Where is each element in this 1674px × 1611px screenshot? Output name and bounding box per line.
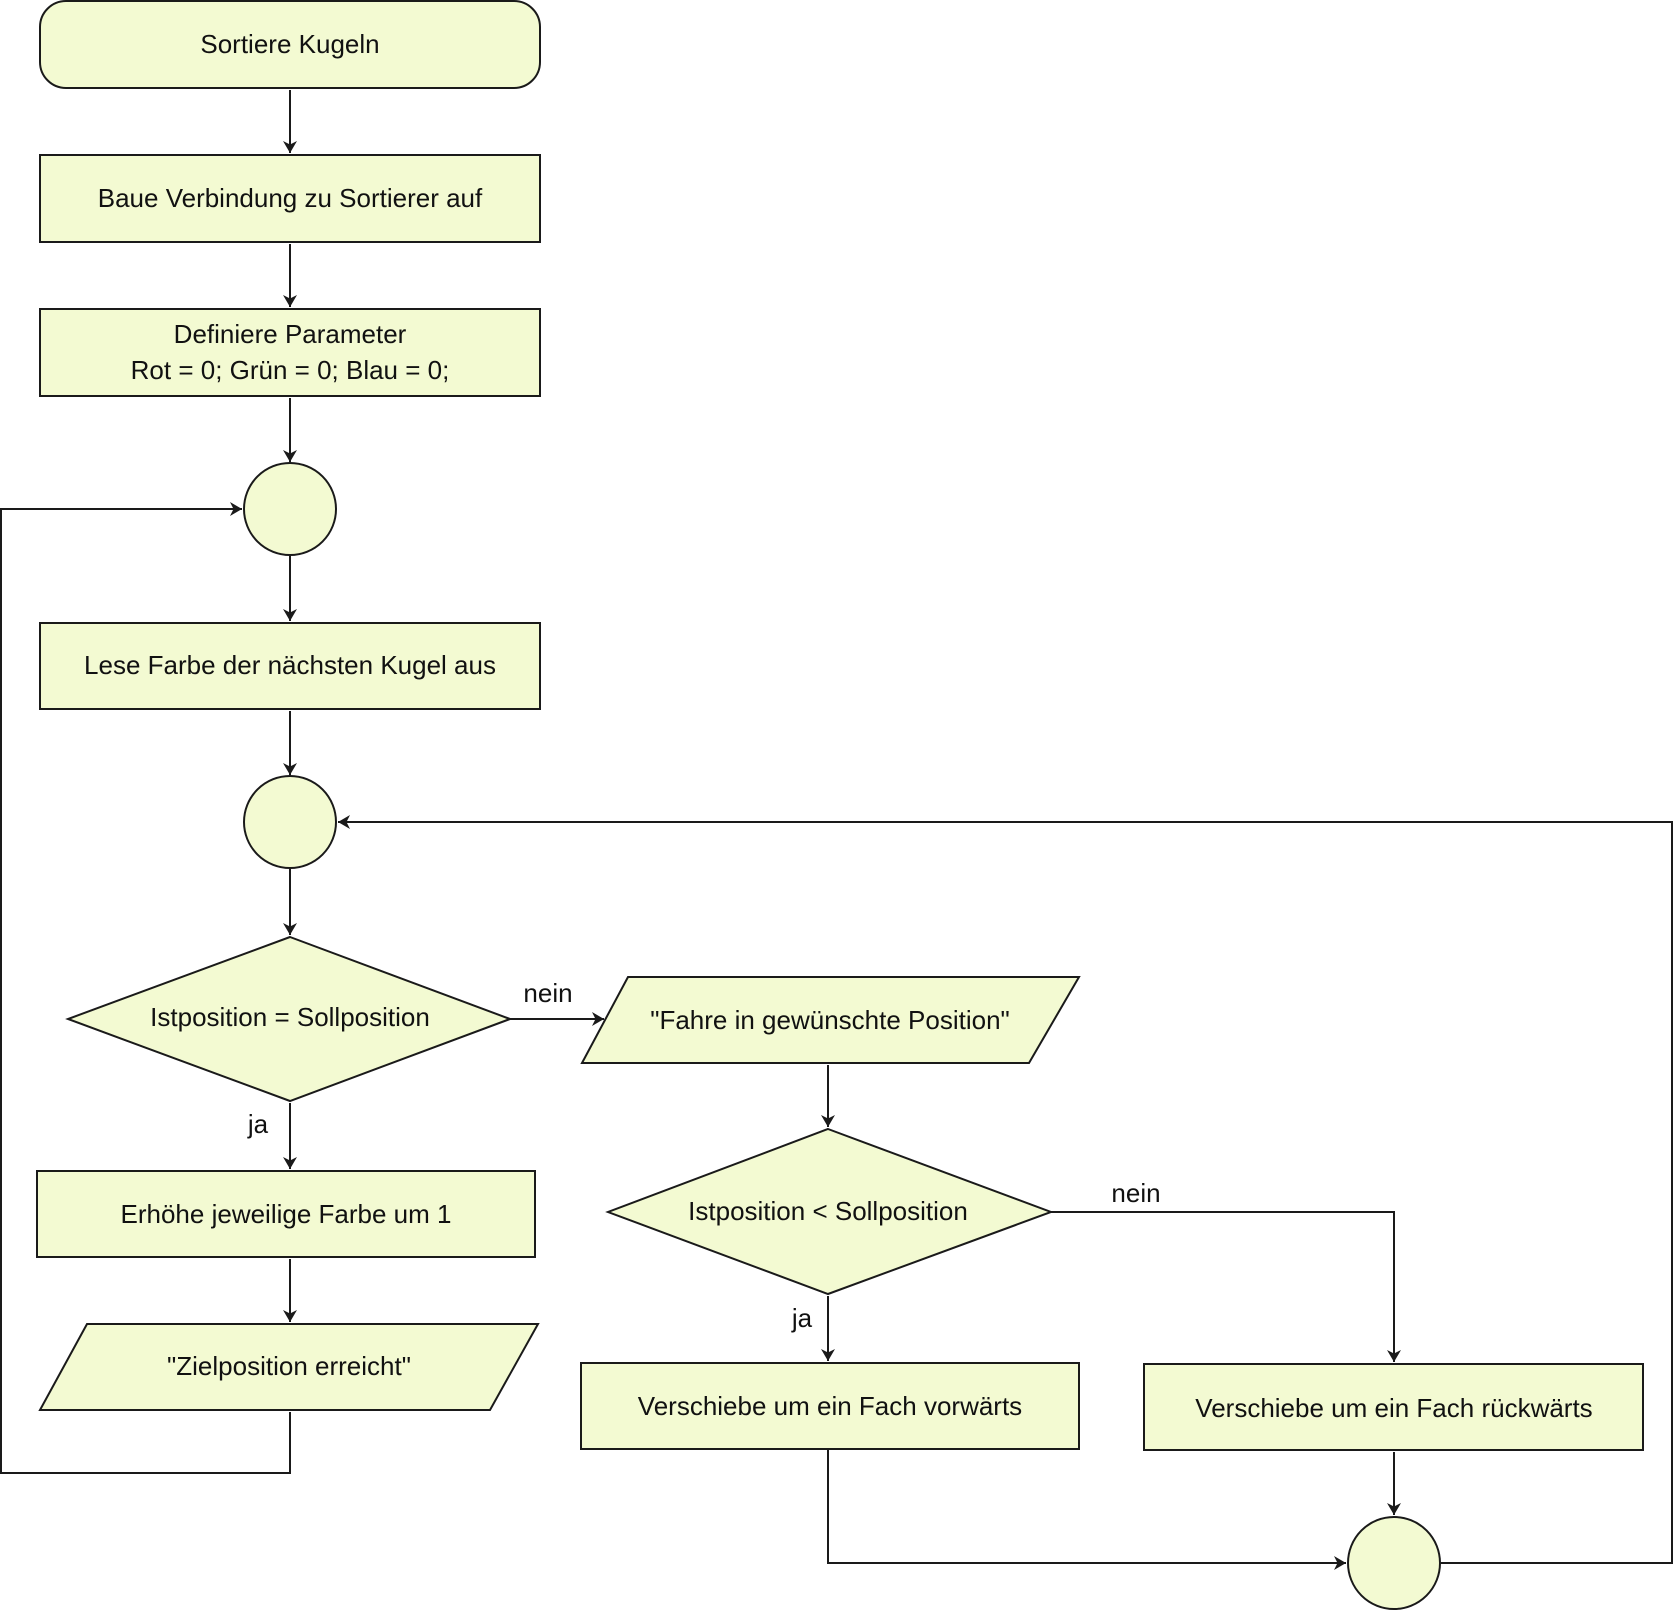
decision-less-label: Istposition < Sollposition [688, 1196, 968, 1226]
decision-less: Istposition < Sollposition [605, 1127, 1054, 1296]
read-color-process-label: Lese Farbe der nächsten Kugel aus [84, 650, 496, 680]
increment-process-box: Erhöhe jeweilige Farbe um 1 [36, 1170, 536, 1258]
edge-reached-loop-back [0, 502, 291, 1474]
decision-equal: Istposition = Sollposition [65, 935, 513, 1103]
edge-label-equal-no: nein [523, 978, 572, 1008]
edge-forward-to-join3 [827, 1450, 1346, 1570]
params-process-label-line2: Rot = 0; Grün = 0; Blau = 0; [131, 355, 450, 385]
forward-process-box: Verschiebe um ein Fach vorwärts [580, 1362, 1080, 1450]
edge-label-equal-yes: ja [247, 1109, 269, 1139]
start-node-label: Sortiere Kugeln [200, 29, 379, 59]
connectors [0, 90, 1673, 1570]
params-process-label-line1: Definiere Parameter [174, 319, 407, 349]
params-process-box: Definiere Parameter Rot = 0; Grün = 0; B… [39, 308, 541, 397]
backward-process-label: Verschiebe um ein Fach rückwärts [1195, 1393, 1592, 1423]
start-node: Sortiere Kugeln [39, 0, 541, 89]
forward-process-label: Verschiebe um ein Fach vorwärts [638, 1391, 1022, 1421]
join-node-1 [243, 462, 337, 556]
read-color-process-box: Lese Farbe der nächsten Kugel aus [39, 622, 541, 710]
move-output-label: "Fahre in gewünschte Position" [650, 1005, 1010, 1035]
backward-process-box: Verschiebe um ein Fach rückwärts [1143, 1363, 1644, 1451]
decision-equal-label: Istposition = Sollposition [150, 1002, 430, 1032]
edge-label-less-yes: ja [791, 1303, 813, 1333]
connect-process-label: Baue Verbindung zu Sortierer auf [98, 183, 483, 213]
edge-decision-less-no [1051, 1211, 1401, 1362]
edge-label-less-no: nein [1111, 1178, 1160, 1208]
join-node-2 [243, 775, 337, 869]
increment-process-label: Erhöhe jeweilige Farbe um 1 [121, 1199, 452, 1229]
edge-join3-loop-back [338, 815, 1673, 1564]
reached-output-parallelogram: "Zielposition erreicht" [38, 1323, 540, 1411]
connect-process-box: Baue Verbindung zu Sortierer auf [39, 154, 541, 243]
reached-output-label: "Zielposition erreicht" [167, 1351, 411, 1381]
join-node-3 [1347, 1516, 1441, 1610]
move-output-parallelogram: "Fahre in gewünschte Position" [580, 976, 1081, 1064]
